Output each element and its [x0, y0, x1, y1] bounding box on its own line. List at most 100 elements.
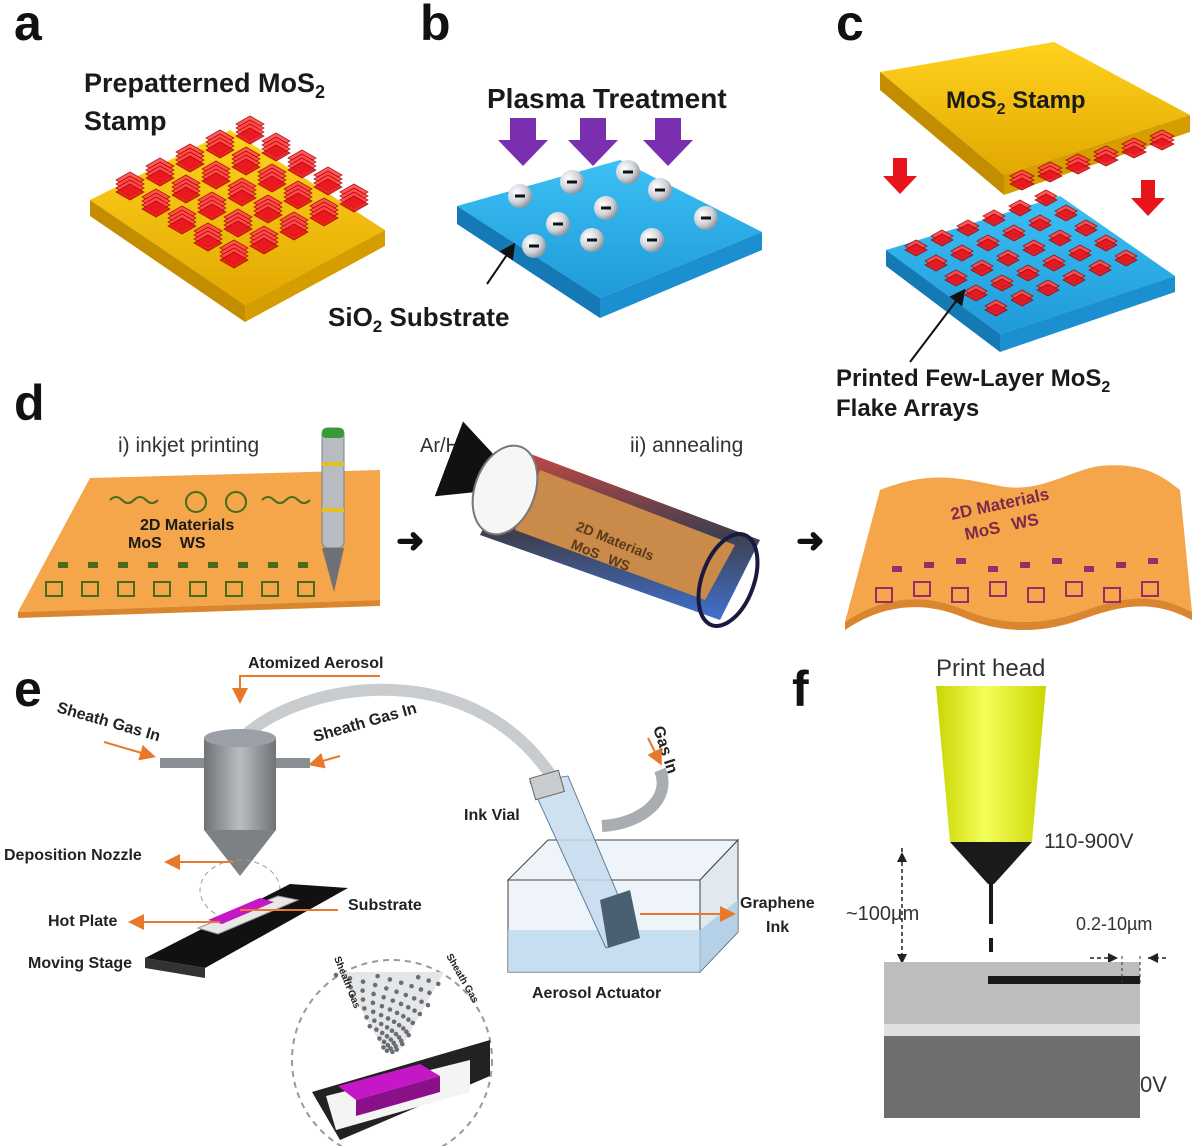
- aerosol-droplet: [417, 1011, 423, 1017]
- circuit-pad: [225, 581, 243, 597]
- circuit-pad: [189, 581, 207, 597]
- aerosol-droplet: [370, 1009, 376, 1015]
- stamp-pad: [1037, 169, 1063, 183]
- printed-flake: [1054, 208, 1078, 222]
- panel-letter-e: e: [14, 661, 42, 717]
- sem-substrate-view: [884, 956, 1141, 1118]
- red-mos2-pad: [249, 237, 279, 255]
- graphene-ink-label-line2: Ink: [766, 919, 789, 936]
- stamp-pad: [1093, 153, 1119, 167]
- aerosol-droplet: [384, 986, 389, 991]
- circuit-pad: [261, 581, 279, 597]
- plasma-arrows: [498, 118, 693, 166]
- sheath-right-arrow: [308, 753, 341, 769]
- minus-sign: [647, 238, 657, 242]
- red-mos2-pad-array: [115, 115, 369, 269]
- printed-flake: [1042, 258, 1066, 272]
- red-mos2-pad: [223, 220, 253, 238]
- aerosol-droplet: [425, 1002, 431, 1008]
- aerosol-droplet: [409, 983, 414, 989]
- printed-flake: [930, 233, 954, 247]
- red-mos2-pad: [253, 206, 283, 224]
- aerosol-droplet: [381, 1039, 387, 1045]
- aerosol-droplet: [374, 1027, 379, 1032]
- sio2-substrate-slab: [457, 160, 762, 318]
- printed-flake: [904, 243, 928, 257]
- circuit-pad: [45, 581, 63, 597]
- red-mos2-pad: [171, 186, 201, 204]
- printed-flake: [1008, 203, 1032, 217]
- aerosol-droplet: [384, 1025, 390, 1030]
- aerosol-droplet: [391, 1040, 397, 1046]
- aerosol-droplet: [381, 994, 386, 1000]
- gap-arrow-left: [1108, 953, 1118, 963]
- moving-stage-label: Moving Stage: [28, 955, 132, 972]
- annealed-circuit-pad: [1141, 581, 1159, 597]
- circuit-dash: [148, 562, 158, 568]
- print-head-label: Print head: [936, 655, 1045, 682]
- aerosol-droplet: [384, 1048, 390, 1054]
- aerosol-droplet: [411, 996, 417, 1001]
- minus-sign: [701, 216, 711, 220]
- red-mos2-pad: [175, 155, 205, 173]
- aerosol-droplet: [360, 979, 366, 984]
- aerosol-droplet: [360, 997, 366, 1002]
- negative-charge-array: [508, 160, 718, 258]
- panel-f: f Print head 110-900V ~100µm 0.2-10µm 0V: [792, 655, 1168, 1118]
- logo-ring: [185, 491, 207, 513]
- aerosol-droplet: [396, 1035, 402, 1040]
- circuit-dash: [118, 562, 128, 568]
- printed-flake: [1074, 223, 1098, 237]
- distance-label: ~100µm: [846, 903, 919, 925]
- circuit-dash: [238, 562, 248, 568]
- aerosol-droplet: [398, 980, 404, 986]
- printed-flake: [982, 213, 1006, 227]
- aerosol-droplet: [387, 977, 393, 982]
- printed-flake: [1010, 293, 1034, 307]
- high-voltage-label: 110-900V: [1044, 830, 1134, 853]
- aerosol-droplet: [415, 974, 421, 980]
- aerosol-droplet: [410, 1020, 416, 1026]
- stamp-label-line1: Prepatterned MoS2: [84, 68, 325, 102]
- printed-flake: [984, 303, 1008, 317]
- circuit-pad: [117, 581, 135, 597]
- ink-vial-label: Ink Vial: [464, 807, 520, 824]
- printed-arrays-label-line1: Printed Few-Layer MoS2: [836, 365, 1110, 396]
- annealed-circuit-pad: [1065, 581, 1083, 597]
- aerosol-droplet: [384, 1033, 390, 1039]
- aerosol-droplet: [419, 999, 424, 1005]
- printed-flake: [1048, 233, 1072, 247]
- aerosol-droplet: [400, 1041, 405, 1047]
- red-mos2-pad: [257, 175, 287, 193]
- aerosol-droplet: [405, 1005, 411, 1010]
- substrate-label: Substrate: [348, 897, 422, 914]
- flake-pointer-arrow: [909, 288, 966, 363]
- print-head-nozzle: [936, 686, 1046, 952]
- aerosol-droplet: [347, 976, 353, 981]
- deposition-nozzle-label: Deposition Nozzle: [4, 847, 142, 864]
- aerosol-droplet: [379, 1030, 385, 1036]
- aerosol-droplet: [427, 990, 432, 996]
- printed-flake: [944, 273, 968, 287]
- aerosol-droplet: [377, 1036, 382, 1041]
- gap-arrow-right: [1148, 953, 1158, 963]
- annealed-circuit-pad: [1027, 587, 1045, 603]
- aerosol-droplet: [387, 1007, 393, 1012]
- annealed-circuit-patterns: [875, 558, 1159, 603]
- panel-letter-f: f: [792, 661, 809, 717]
- aerosol-droplet: [388, 1037, 394, 1042]
- aerosol-droplet: [372, 982, 378, 988]
- aerosol-droplet: [393, 1031, 399, 1037]
- circuit-wave: [261, 496, 311, 504]
- annealed-circuit-dash: [892, 566, 902, 572]
- aerosol-droplet: [372, 1018, 377, 1023]
- annealed-circuit-pad: [875, 587, 893, 603]
- moving-stage-assembly: [145, 884, 348, 978]
- annealed-circuit-dash: [1148, 558, 1158, 564]
- mos2-stamp-top: [880, 42, 1190, 195]
- process-arrow-1: ➜: [396, 522, 425, 560]
- annealed-circuit-dash: [1052, 558, 1062, 564]
- graphene-ink-label-line1: Graphene: [740, 895, 815, 912]
- aerosol-transfer-tube: [235, 683, 566, 793]
